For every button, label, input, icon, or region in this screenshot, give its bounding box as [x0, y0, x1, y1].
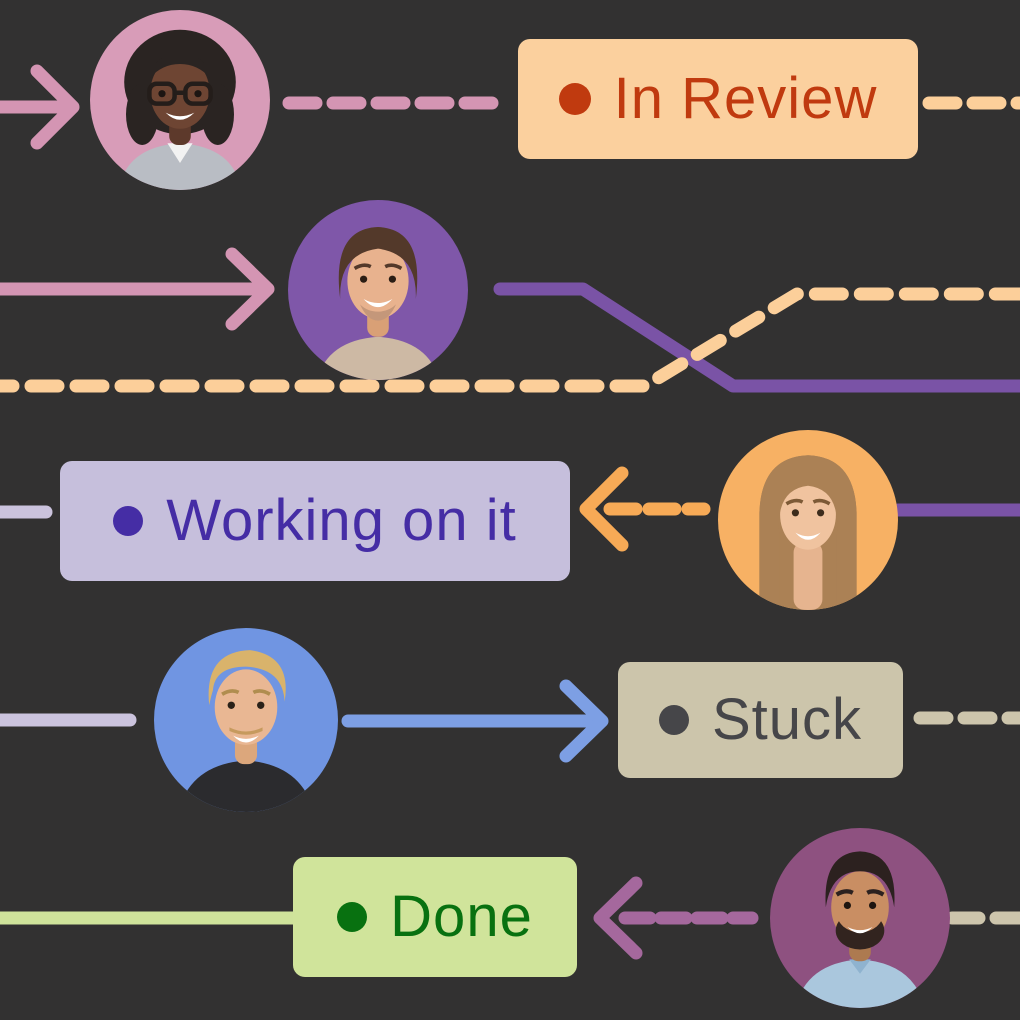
status-badge-in-review: In Review — [518, 39, 918, 159]
row3-arrow-left-icon — [579, 466, 629, 552]
avatar-man-blond — [154, 628, 338, 812]
status-label: Working on it — [166, 488, 517, 553]
avatar-face-illustration — [795, 851, 925, 1008]
row2-dashed-crossover-line — [0, 287, 1020, 393]
row2-arrow-right-icon — [225, 247, 275, 331]
status-dot — [658, 705, 689, 735]
status-label: Done — [390, 884, 533, 949]
avatar-woman-long-hair — [718, 430, 898, 610]
status-badge-done: Done — [293, 857, 577, 977]
status-dot — [558, 83, 591, 115]
avatar-face-illustration — [177, 650, 315, 812]
avatar-face-illustration — [759, 455, 857, 610]
avatar-man-beard — [770, 828, 950, 1008]
status-label: In Review — [613, 66, 878, 131]
avatar-woman-glasses — [90, 10, 270, 190]
row4-arrow-right-icon — [559, 679, 609, 763]
avatar-man-brown-hair — [288, 200, 468, 380]
row5-arrow-left-icon — [593, 876, 643, 960]
status-dot — [337, 902, 368, 932]
avatar-face-illustration — [118, 29, 242, 190]
avatar-face-illustration — [316, 227, 440, 380]
status-badge-stuck: Stuck — [618, 662, 903, 778]
row2-purple-crossover-line — [493, 282, 1020, 393]
status-badge-working-on-it: Working on it — [60, 461, 570, 581]
row1-arrow-right-icon — [30, 64, 80, 150]
status-dot — [113, 506, 144, 536]
status-label: Stuck — [711, 687, 863, 752]
